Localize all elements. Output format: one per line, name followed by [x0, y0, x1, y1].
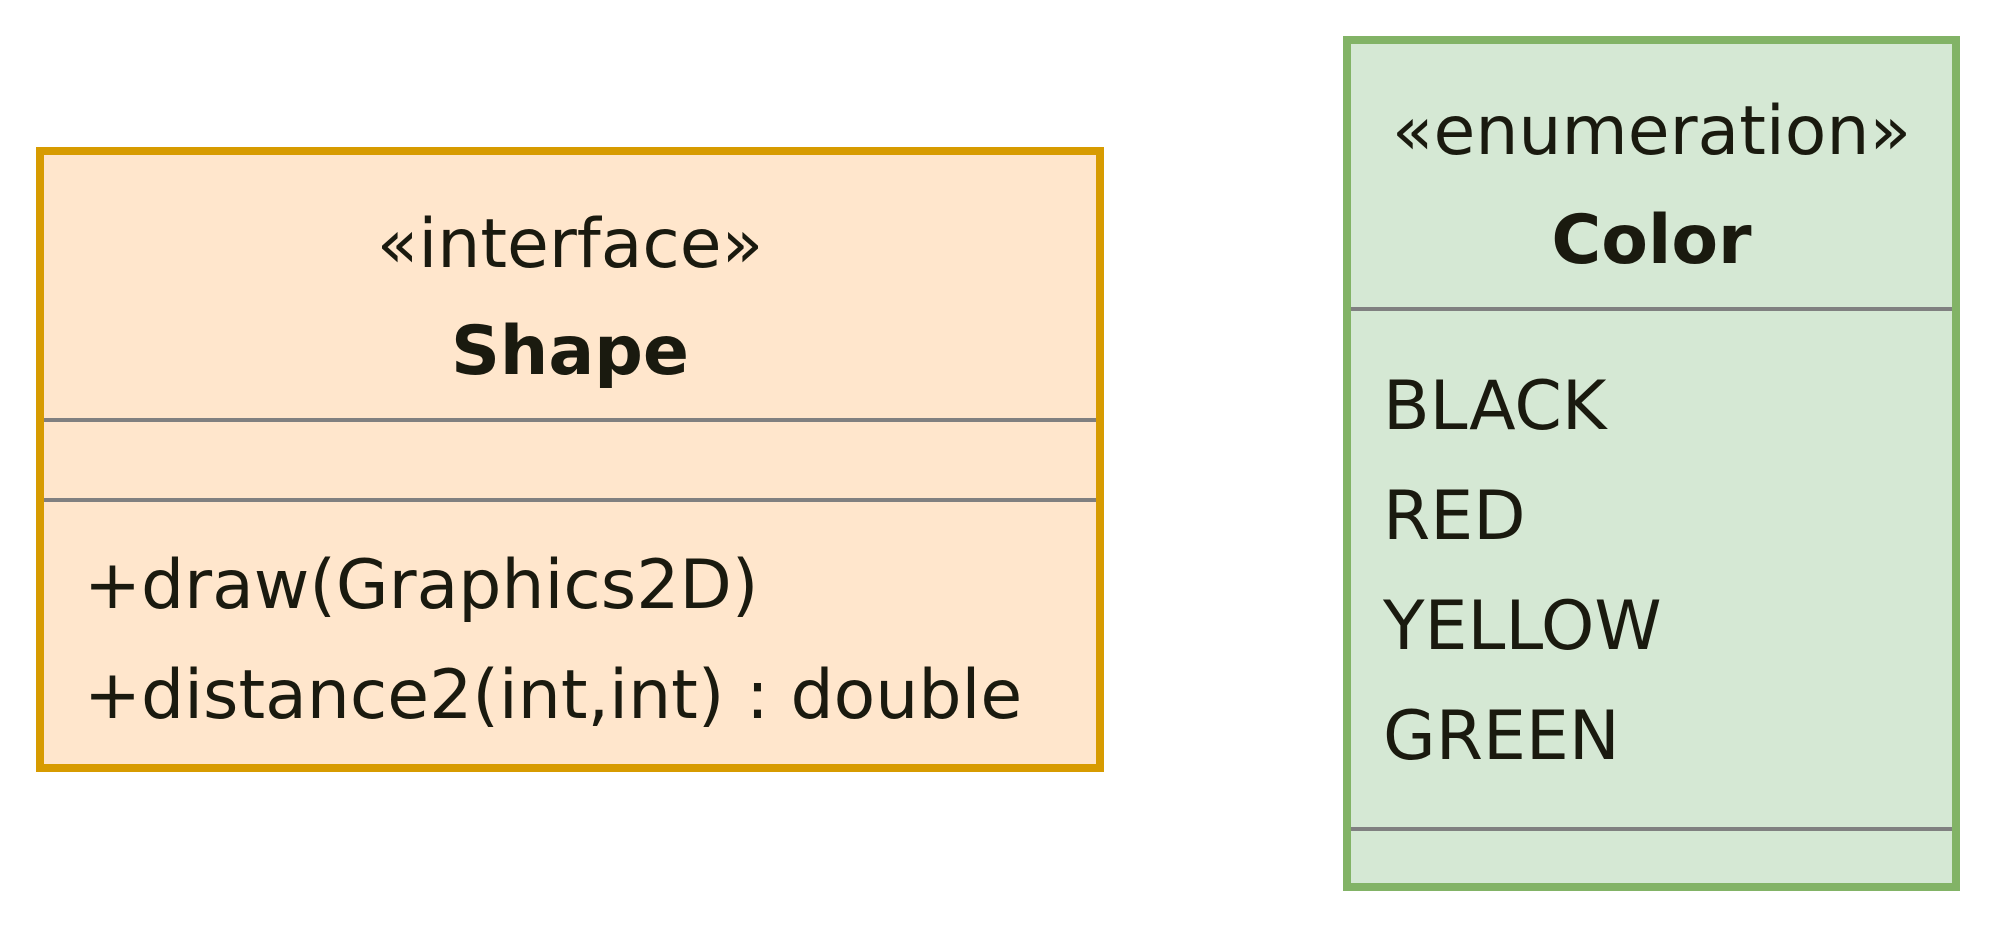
color-literals-separator	[1351, 827, 1952, 831]
color-literal-green: GREEN	[1383, 697, 1620, 776]
color-class-name: Color	[1551, 201, 1752, 280]
color-literal-black: BLACK	[1383, 367, 1607, 446]
color-literal-red: RED	[1383, 477, 1526, 556]
shape-name-separator	[44, 418, 1096, 422]
color-enumeration-box[interactable]: «enumeration» Color BLACK RED YELLOW GRE…	[1343, 36, 1960, 891]
shape-class-name: Shape	[450, 312, 690, 391]
shape-operation-draw: +draw(Graphics2D)	[84, 546, 759, 625]
shape-stereotype: «interface»	[376, 205, 764, 284]
shape-interface-box[interactable]: «interface» Shape +draw(Graphics2D) +dis…	[36, 147, 1104, 772]
color-stereotype: «enumeration»	[1391, 92, 1912, 171]
shape-attributes-separator	[44, 498, 1096, 502]
shape-operation-distance2: +distance2(int,int) : double	[84, 656, 1023, 735]
color-literal-yellow: YELLOW	[1383, 587, 1662, 666]
color-name-separator	[1351, 307, 1952, 311]
